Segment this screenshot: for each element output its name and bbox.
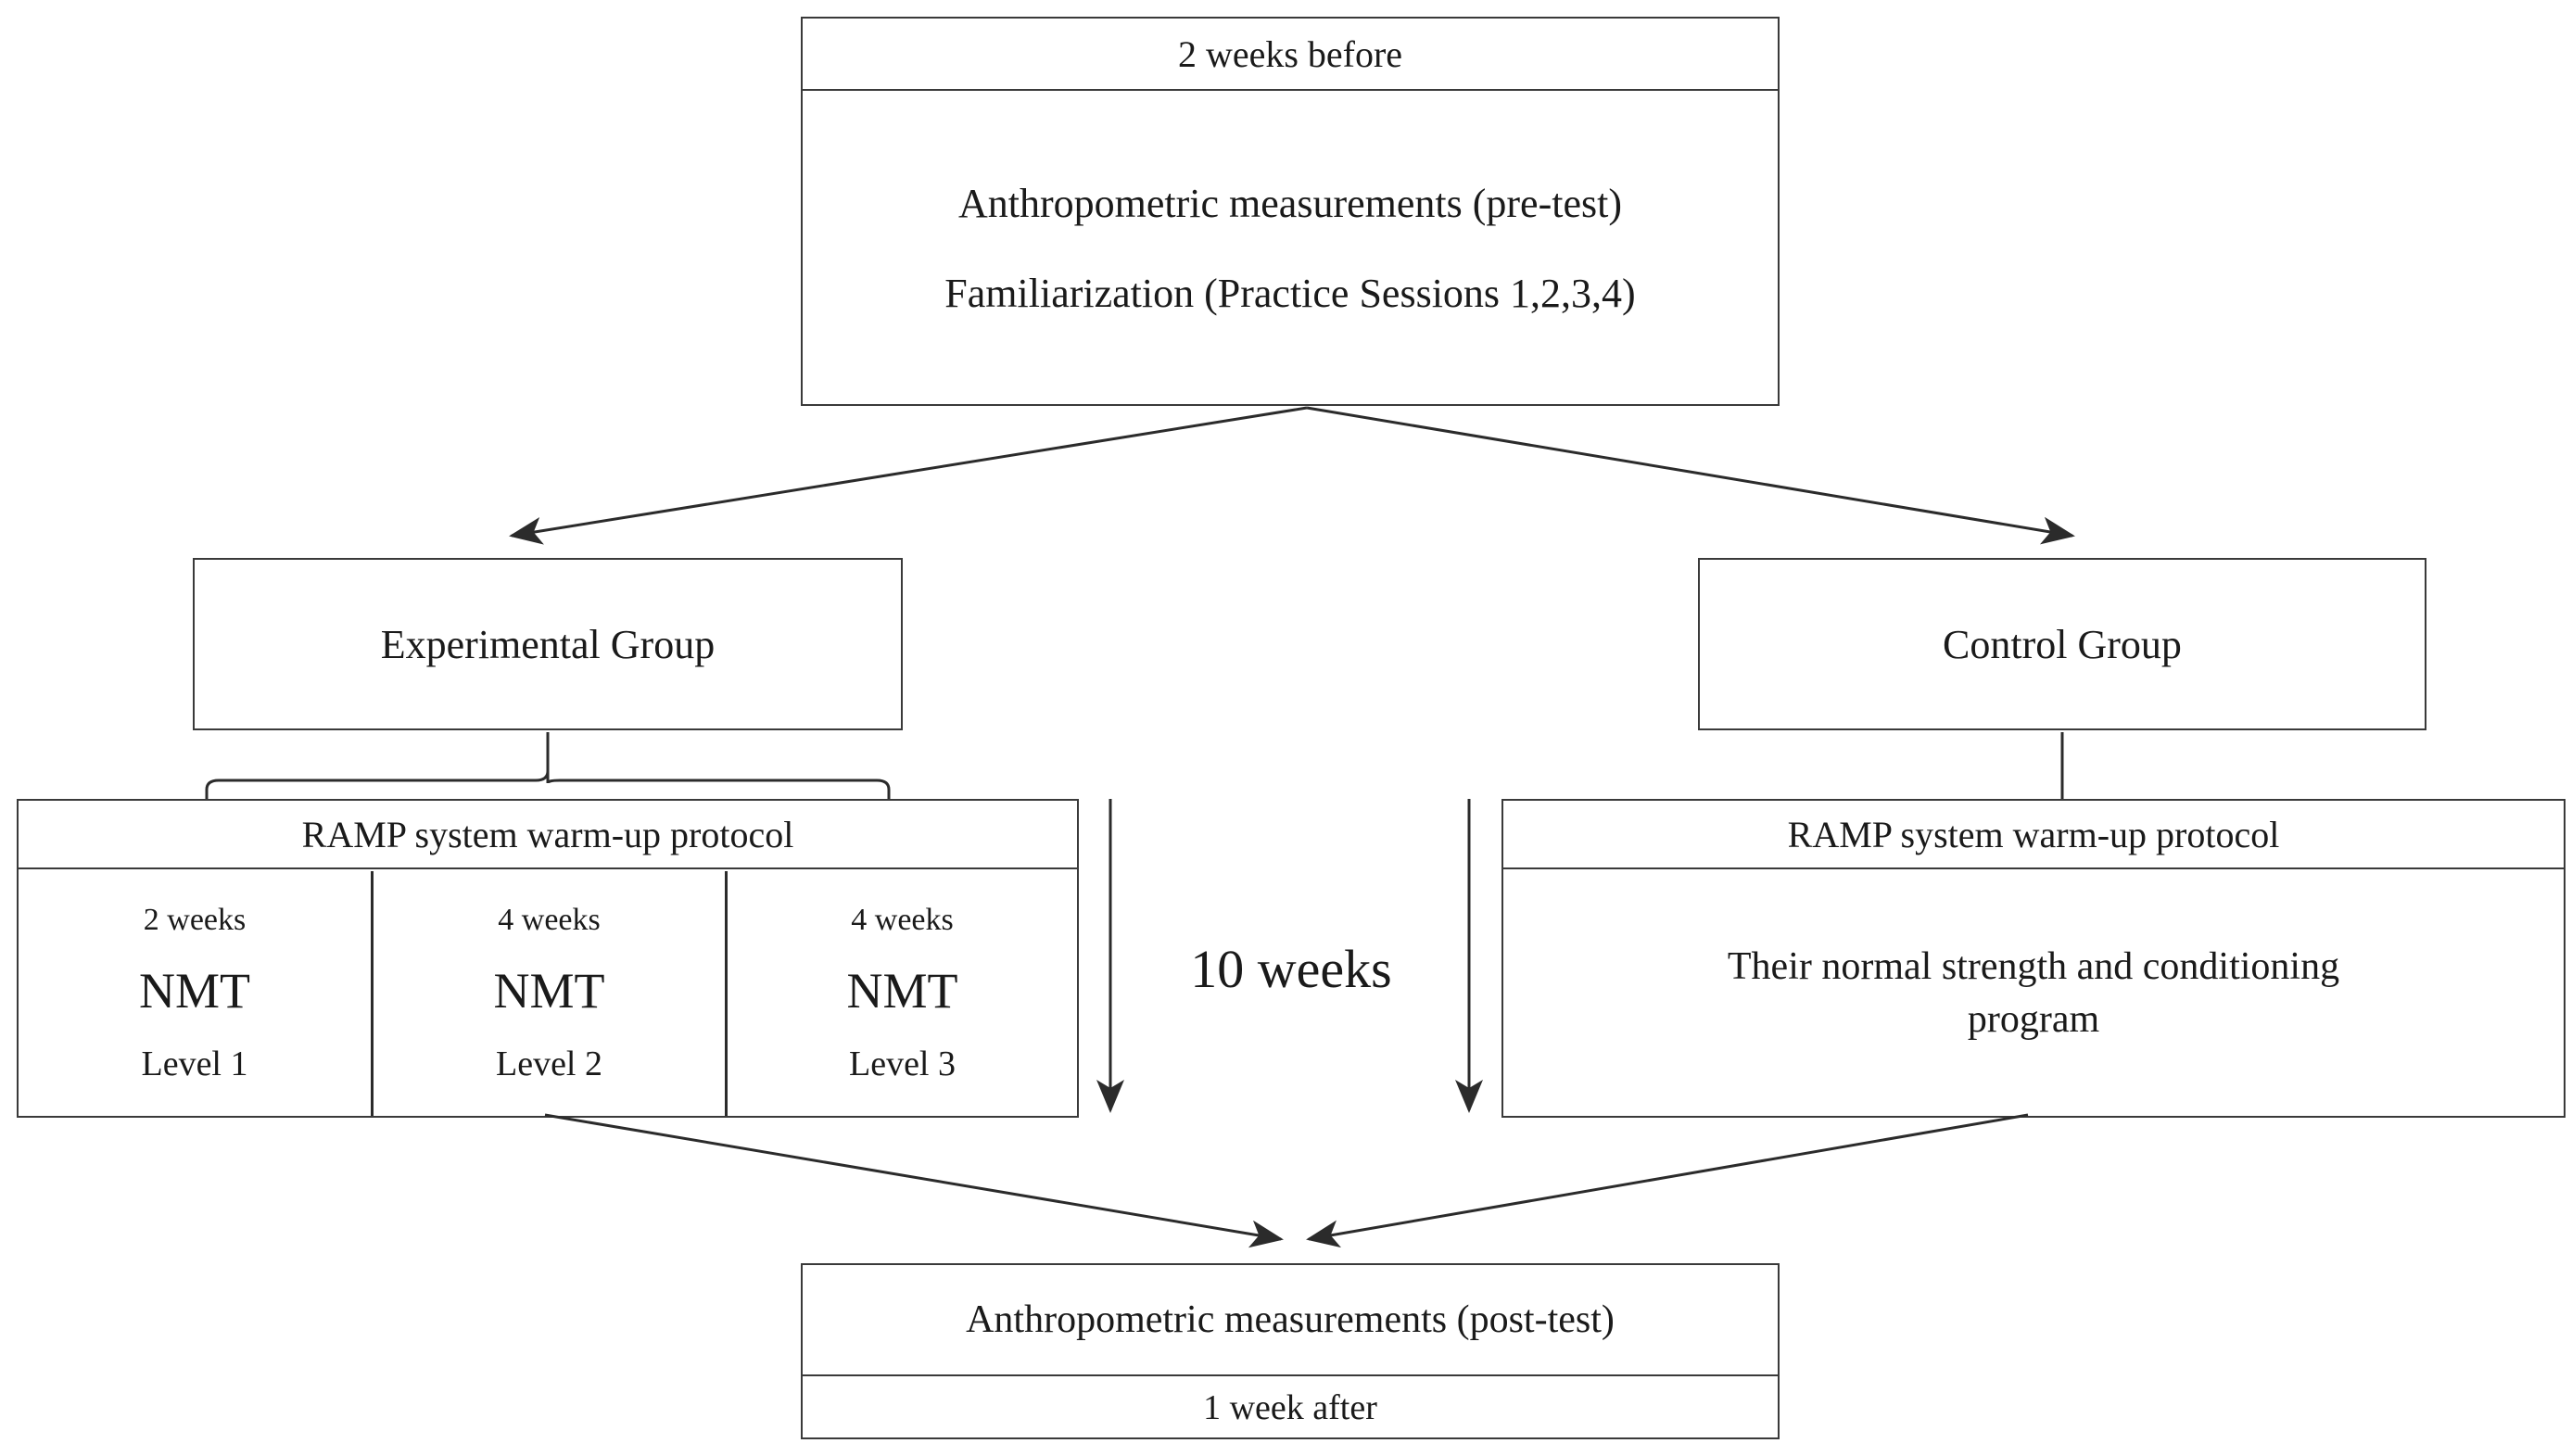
experimental-group-label: Experimental Group — [380, 621, 716, 667]
posttest-line-2: 1 week after — [1203, 1387, 1377, 1427]
pretest-body: Anthropometric measurements (pre-test) F… — [803, 93, 1778, 404]
nmt-cell-3-weeks: 4 weeks — [851, 903, 954, 937]
nmt-cell-2-program: NMT — [493, 963, 605, 1019]
pretest-line-1: Anthropometric measurements (pre-test) — [958, 181, 1622, 226]
pretest-header: 2 weeks before — [803, 19, 1778, 91]
nmt-cell-divider-2 — [725, 871, 728, 1116]
nmt-cell-3-program: NMT — [846, 963, 958, 1019]
nmt-cell-1: 2 weeks NMT Level 1 — [19, 871, 371, 1116]
arrow-pretest-to-experimental — [509, 406, 1308, 545]
nmt-cell-1-weeks: 2 weeks — [143, 903, 247, 937]
experimental-ramp-box — [17, 799, 1079, 1118]
pretest-line-2: Familiarization (Practice Sessions 1,2,3… — [944, 271, 1636, 316]
arrow-control-to-posttest — [1306, 1113, 2029, 1248]
nmt-cell-2: 4 weeks NMT Level 2 — [374, 871, 725, 1116]
arrow-experimental-to-posttest — [544, 1113, 1284, 1248]
control-ramp-header: RAMP system warm-up protocol — [1503, 801, 2564, 869]
nmt-cell-1-program: NMT — [139, 963, 250, 1019]
brace-experimental-to-ramp — [205, 732, 891, 799]
nmt-cell-divider-1 — [371, 871, 374, 1116]
nmt-cell-1-level: Level 1 — [141, 1045, 248, 1083]
control-ramp-body-line-1: Their normal strength and conditioning — [1727, 945, 2340, 989]
posttest-line-1: Anthropometric measurements (post-test) — [803, 1265, 1778, 1376]
duration-label: 10 weeks — [1190, 938, 1392, 999]
nmt-cell-3: 4 weeks NMT Level 3 — [728, 871, 1077, 1116]
control-ramp-box — [1501, 799, 2566, 1118]
control-group-label: Control Group — [1943, 621, 2182, 667]
control-ramp-body: Their normal strength and conditioning p… — [1503, 871, 2564, 1116]
experimental-group-box — [193, 558, 903, 730]
control-group-box — [1698, 558, 2426, 730]
control-ramp-body-line-2: program — [1967, 998, 2100, 1041]
arrow-pretest-to-control — [1306, 406, 2075, 545]
nmt-cell-3-level: Level 3 — [848, 1045, 956, 1083]
pretest-box — [801, 17, 1780, 406]
nmt-cell-2-weeks: 4 weeks — [498, 903, 601, 937]
experimental-ramp-header: RAMP system warm-up protocol — [19, 801, 1077, 869]
nmt-cell-2-level: Level 2 — [495, 1045, 602, 1083]
posttest-box — [801, 1263, 1780, 1439]
